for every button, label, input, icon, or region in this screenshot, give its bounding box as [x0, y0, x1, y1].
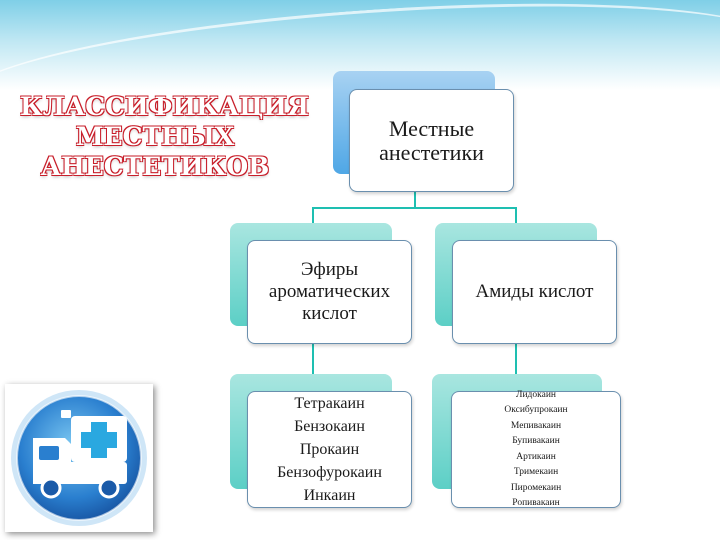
esters-drug-1: Тетракаин [294, 395, 365, 412]
title-line-2: МЕСТНЫХ [75, 122, 235, 151]
amides-drug-8: Ропивакаин [512, 498, 560, 508]
amides-drug-1: Лидокаин [516, 389, 556, 400]
root-node: Местные анестетики [349, 89, 514, 192]
amides-line-1: Амиды кислот [475, 281, 594, 302]
esters-drug-5: Инкаин [303, 487, 356, 504]
esters-line-1: Эфиры [300, 259, 359, 280]
title-line-1: КЛАССИФИКАЦИЯ [20, 92, 309, 121]
root-line-2: анестетики [379, 139, 484, 165]
ambulance-icon-frame [5, 384, 153, 532]
amides-node: Амиды кислот [452, 240, 617, 344]
amides-drug-2: Оксибупрокаин [504, 405, 568, 415]
esters-drug-3: Прокаин [299, 441, 360, 458]
amides-drug-4: Бупивакаин [512, 436, 560, 446]
root-line-1: Местные [388, 115, 475, 141]
ambulance-icon [11, 390, 147, 526]
connector-horizontal [312, 207, 517, 209]
esters-drugs-node: Тетракаин Бензокаин Прокаин Бензофурокаи… [247, 391, 412, 508]
amides-drugs-node: Лидокаин Оксибупрокаин Мепивакаин Бупива… [451, 389, 621, 508]
slide-title: КЛАССИФИКАЦИЯ МЕСТНЫХ АНЕСТЕТИКОВ [20, 92, 309, 182]
esters-drug-2: Бензокаин [294, 418, 365, 435]
esters-node: Эфиры ароматических кислот [247, 240, 412, 344]
esters-line-3: кислот [302, 303, 357, 324]
amides-drug-5: Артикаин [516, 451, 556, 462]
connector-esters-down [312, 340, 314, 375]
esters-line-2: ароматических [268, 281, 391, 302]
title-line-3: АНЕСТЕТИКОВ [40, 152, 270, 181]
amides-drug-7: Пиромекаин [510, 482, 562, 493]
connector-to-amides [515, 207, 517, 223]
esters-drug-4: Бензофурокаин [277, 464, 382, 481]
amides-drug-6: Тримекаин [513, 467, 559, 477]
connector-to-esters [312, 207, 314, 223]
amides-drug-3: Мепивакаин [510, 420, 562, 431]
connector-amides-down [515, 340, 517, 375]
